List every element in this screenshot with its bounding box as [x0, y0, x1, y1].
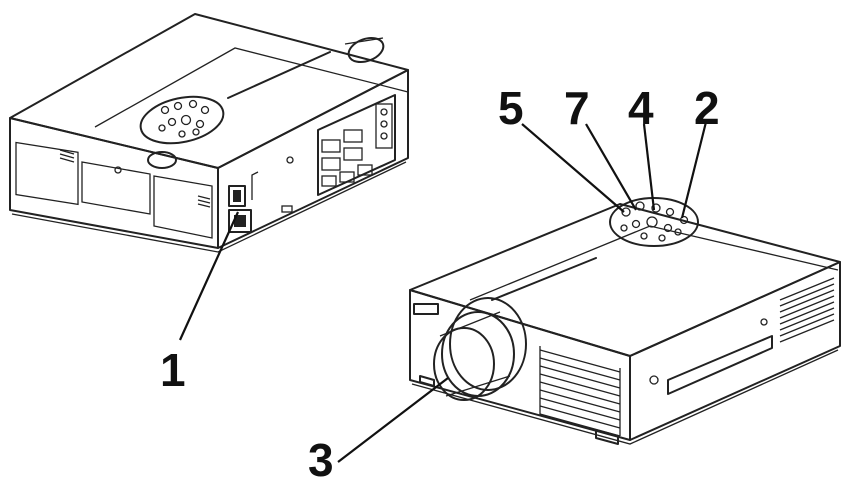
- power-inlet: [228, 209, 252, 233]
- leader-5: [521, 123, 625, 213]
- lens: [433, 297, 527, 401]
- projector-front-view: [409, 197, 841, 445]
- front-vent: [539, 346, 621, 437]
- leader-7: [585, 123, 637, 211]
- leader-lines: [178, 121, 708, 463]
- side-vent: [779, 277, 835, 343]
- callout-3: 3: [308, 434, 334, 486]
- callout-4: 4: [628, 82, 654, 134]
- callout-7: 7: [564, 82, 590, 134]
- callout-5: 5: [498, 82, 524, 134]
- leader-2: [680, 121, 708, 219]
- front-control-panel: [609, 197, 699, 247]
- rear-control-panel: [139, 95, 225, 145]
- callout-2: 2: [694, 82, 720, 134]
- leader-4: [642, 123, 656, 211]
- rear-connector-panel: [317, 94, 396, 196]
- leader-3: [337, 377, 449, 463]
- projector-rear-view: [9, 13, 409, 253]
- power-switch: [228, 185, 246, 207]
- leader-1: [178, 211, 240, 341]
- callout-1: 1: [160, 344, 186, 396]
